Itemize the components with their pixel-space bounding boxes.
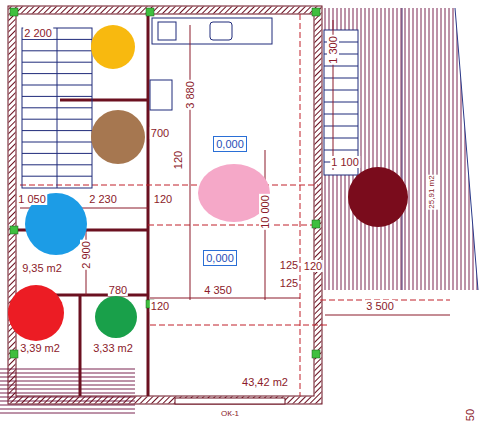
- outer-wall: [12, 10, 318, 400]
- porch-hatch: [0, 368, 135, 416]
- dimension-label: 120: [153, 193, 173, 205]
- dimension-label: 2 900: [80, 240, 92, 270]
- dimension-label: 2 200: [23, 27, 53, 39]
- stair: [324, 30, 358, 175]
- dimension-label: 9,35 m2: [21, 262, 63, 274]
- marker-dot: [91, 25, 135, 69]
- marker-dot: [8, 285, 64, 341]
- dimension-label: 3,33 m2: [92, 342, 134, 354]
- dimension-label: 700: [150, 127, 170, 139]
- dimension-label: 1 050: [17, 193, 47, 205]
- axis-line: [20, 14, 450, 396]
- kitchen-counter: [150, 18, 272, 110]
- dimension-label: 120: [172, 150, 184, 170]
- level-text: 0,000: [206, 252, 234, 264]
- dimension-label: 50: [464, 408, 476, 422]
- window: [175, 398, 285, 404]
- level-mark: 0,000: [213, 136, 247, 152]
- outer-wall: [16, 14, 314, 396]
- terrace-hatch: [402, 8, 478, 290]
- dimension-label: 3 500: [365, 300, 395, 312]
- stair: [22, 28, 92, 188]
- marker-dot: [91, 110, 145, 164]
- level-mark: 0,000: [203, 250, 237, 266]
- level-text: 0,000: [216, 138, 244, 150]
- dimension-label: 25,91 m2: [426, 174, 438, 209]
- marker-dot: [348, 167, 408, 227]
- stair-steps: [22, 39, 92, 176]
- dimension-label: 3 880: [184, 80, 196, 110]
- dimension-label: 125: [279, 259, 299, 271]
- dimension-label: 120: [150, 300, 170, 312]
- dimension-label: 4 350: [203, 284, 233, 296]
- dimension-line: [20, 20, 450, 315]
- dimension-label: 43,42 m2: [241, 376, 289, 388]
- edge-line: [455, 8, 478, 290]
- dimension-label: ОК-1: [220, 408, 240, 420]
- dimension-label: 120: [303, 260, 323, 272]
- dimension-label: 1 100: [330, 156, 360, 168]
- marker-dot: [95, 296, 137, 338]
- outer-wall: [8, 6, 322, 404]
- dimension-label: 10 000: [259, 194, 271, 230]
- dimension-label: 125: [279, 277, 299, 289]
- dimension-label: 1 300: [327, 35, 339, 65]
- edge-line: [402, 8, 403, 290]
- dimension-label: 2 230: [88, 193, 118, 205]
- dimension-label: 3,39 m2: [19, 342, 61, 354]
- dimension-label: 780: [108, 284, 128, 296]
- terrace-hatch: [322, 8, 402, 290]
